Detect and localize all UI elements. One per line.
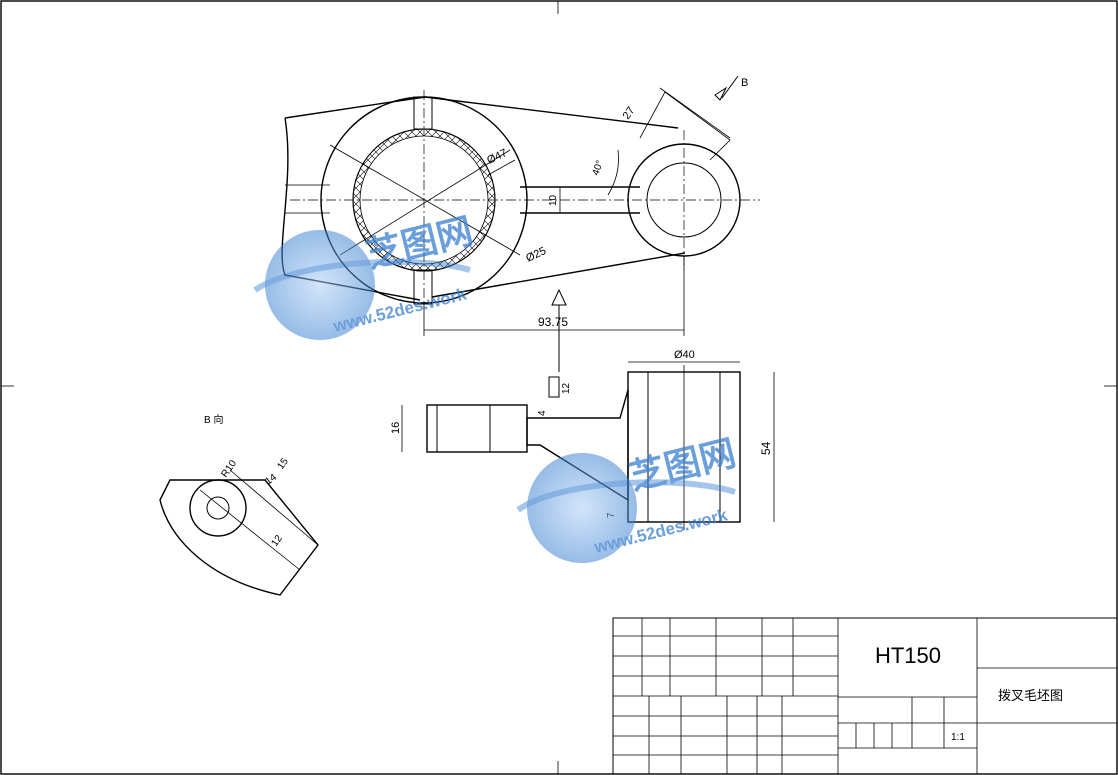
- dim-d40: Ø40: [674, 349, 695, 361]
- main-view: Ø47 Ø25 10 27 40° B 93.75: [281, 75, 760, 372]
- dim-27: 27: [621, 105, 638, 122]
- dim-12: 12: [561, 382, 572, 394]
- dim-93-75: 93.75: [538, 315, 568, 329]
- b-view: B 向 R10 15 14 12: [159, 413, 319, 596]
- dim-10: 10: [548, 194, 559, 206]
- section-arrow-icon: [551, 288, 567, 372]
- dim-d47: Ø47: [485, 147, 509, 167]
- label-b-view: B 向: [204, 413, 223, 426]
- dim-14: 14: [263, 472, 279, 488]
- dim-12b: 12: [269, 533, 285, 549]
- dim-r10: R10: [219, 458, 239, 480]
- scale-label: 1:1: [951, 732, 965, 743]
- watermark-globe-icon-2: [527, 453, 637, 563]
- dim-d25: Ø25: [524, 245, 548, 265]
- dim-40deg: 40°: [590, 159, 606, 177]
- label-b-arrow: B: [741, 77, 748, 89]
- title-block: [612, 617, 1118, 775]
- part-name-label: 拨叉毛坯图: [998, 688, 1063, 703]
- view-arrow-b-icon: [714, 75, 739, 101]
- dim-54: 54: [759, 441, 773, 455]
- dim-15: 15: [275, 456, 291, 472]
- dim-16: 16: [390, 422, 402, 434]
- dim-4: 4: [537, 410, 548, 416]
- material-label: HT150: [875, 643, 941, 668]
- watermark-globe-icon: [265, 230, 375, 340]
